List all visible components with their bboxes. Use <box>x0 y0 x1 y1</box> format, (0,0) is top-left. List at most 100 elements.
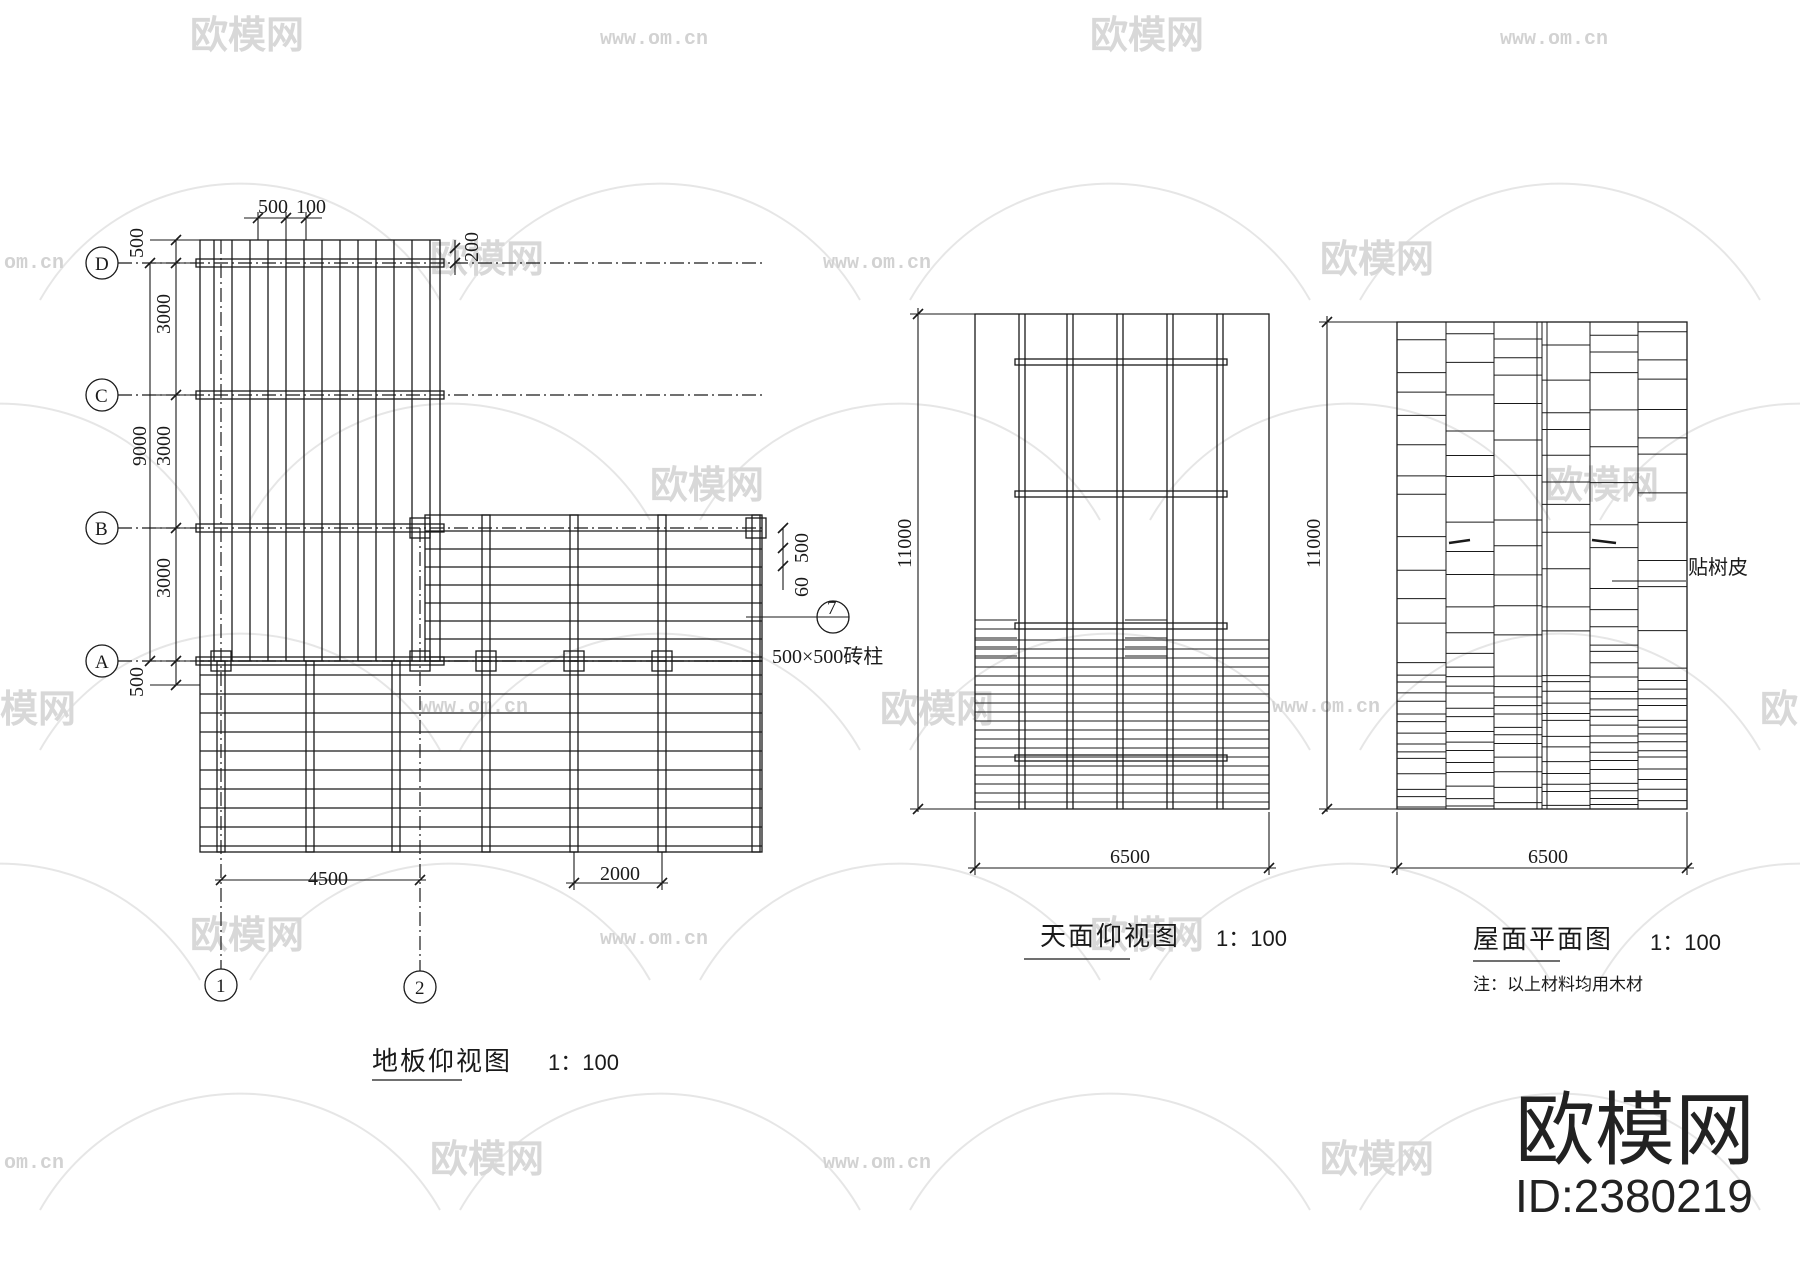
dim-bottom-2000: 2000 <box>600 863 640 885</box>
dim-tick <box>280 212 292 224</box>
axis-bubble-c: C <box>85 378 119 412</box>
dim-left-3000-dc: 3000 <box>153 294 175 334</box>
roof-plan-labels: 11000 6500 贴树皮 屋面平面图 1：100 注：以上材料均用木材 <box>1303 519 1748 995</box>
watermark-brand: 欧模网 <box>430 237 544 281</box>
ceiling-purlin <box>1014 358 1228 366</box>
detail-ref-number: 7 <box>827 598 837 619</box>
floor-joist-vertical <box>305 660 315 853</box>
floor-planks <box>199 239 763 853</box>
watermark-brand: 欧模网 <box>1320 237 1434 281</box>
dim-tick <box>252 212 264 224</box>
watermark-arc <box>909 1092 1311 1211</box>
dim-tick <box>170 679 182 691</box>
ceiling-plan-labels: 11000 6500 天面仰视图 1：100 <box>894 519 1287 960</box>
dim-tick <box>912 308 924 320</box>
dim-tick <box>1391 862 1403 874</box>
svg-text:B: B <box>95 519 108 540</box>
watermark-arc <box>1149 862 1551 981</box>
dim-tick <box>414 874 426 886</box>
dim-top-500: 500 <box>258 196 288 218</box>
dim-bottom-4500: 4500 <box>308 868 348 890</box>
watermark-arc <box>0 402 201 521</box>
dim-tick <box>170 522 182 534</box>
ceiling-width-dim: 6500 <box>1110 846 1150 868</box>
watermark-arc <box>1599 402 1800 521</box>
svg-text:A: A <box>95 652 109 673</box>
dim-left-500-top: 500 <box>126 228 148 258</box>
dim-tick <box>1681 862 1693 874</box>
floor-plan <box>118 212 789 971</box>
watermark-texts: 欧模网欧模网欧模网欧模网欧模网欧模网欧模网欧模网欧模网欧模网欧模网www.om.… <box>0 13 1798 1181</box>
floor-axis-lines <box>118 240 762 971</box>
watermark-brand: 欧模网 <box>650 463 764 507</box>
roof-plan-note: 注：以上材料均用木材 <box>1473 975 1643 995</box>
dim-tick <box>144 257 156 269</box>
dim-tick <box>170 257 182 269</box>
watermark-pattern <box>0 182 1800 1211</box>
watermark-url: www.om.cn <box>1272 696 1380 719</box>
ceiling-outline <box>974 313 1270 810</box>
ceiling-hatch <box>975 619 1269 803</box>
watermark-brand: 欧模网 <box>1545 463 1659 507</box>
watermark-arc <box>39 182 441 301</box>
dim-right-500: 500 <box>791 533 813 563</box>
watermark-brand: 欧模网 <box>1090 13 1204 57</box>
dim-tick <box>449 242 461 254</box>
watermark-arc <box>1599 862 1800 981</box>
floor-plan-labels: 500 100 200 500 3000 3000 9000 3000 500 … <box>85 196 883 1081</box>
watermark-brand: 欧模网 <box>190 913 304 957</box>
watermark-brand: 欧模网 <box>430 1137 544 1181</box>
floor-plan-title: 地板仰视图 <box>372 1047 512 1077</box>
dim-tick <box>777 560 789 572</box>
floor-dimension-lines <box>144 212 789 890</box>
watermark-brand: 欧模网 <box>1320 1137 1434 1181</box>
lower-deck-outline <box>199 660 763 853</box>
watermark-url-partial: om.cn <box>4 1152 64 1175</box>
ceiling-plan-title: 天面仰视图 <box>1040 922 1180 952</box>
dim-tick <box>777 542 789 554</box>
watermark-arc <box>1359 182 1761 301</box>
ceiling-plan <box>910 308 1276 875</box>
watermark-url: www.om.cn <box>823 1152 931 1175</box>
watermark-brand-partial: 欧 <box>1760 687 1798 731</box>
watermark-brand-partial: 模网 <box>0 687 76 731</box>
watermark-url: www.om.cn <box>600 28 708 51</box>
watermark-url: www.om.cn <box>1500 28 1608 51</box>
svg-text:D: D <box>95 254 109 275</box>
roof-dimension-lines <box>1319 316 1694 875</box>
watermark-brand: 欧模网 <box>190 13 304 57</box>
roof-material-label: 贴树皮 <box>1688 555 1748 579</box>
roof-plan-scale: 1：100 <box>1650 930 1721 955</box>
dim-tick <box>568 877 580 889</box>
watermark-arc <box>1359 1092 1761 1211</box>
watermark-arc <box>459 1092 861 1211</box>
svg-text:1: 1 <box>216 976 226 997</box>
dim-tick <box>656 877 668 889</box>
dim-tick <box>912 803 924 815</box>
ceiling-purlin <box>1014 490 1228 498</box>
watermark-arc <box>249 862 651 981</box>
watermark-arc <box>909 182 1311 301</box>
axis-bubble-d: D <box>85 246 119 280</box>
dim-tick <box>969 862 981 874</box>
upper-deck-outline <box>199 239 441 662</box>
brand-mark: 欧模网 ID:2380219 <box>1515 1084 1755 1222</box>
watermark-url-partial: om.cn <box>4 252 64 275</box>
roof-plan <box>1319 316 1694 875</box>
watermark-arc <box>249 402 651 521</box>
roof-bark-strips <box>1396 322 1688 809</box>
watermark-arc <box>699 402 1101 521</box>
ceiling-purlin <box>1014 754 1228 762</box>
dim-tick <box>144 655 156 667</box>
watermark-url: www.om.cn <box>823 252 931 275</box>
dim-right-60: 60 <box>791 577 813 597</box>
dim-tick <box>1263 862 1275 874</box>
floor-joist-vertical <box>657 660 667 853</box>
dim-left-500-bottom: 500 <box>126 667 148 697</box>
dim-right-200: 200 <box>461 232 483 262</box>
axis-bubble-2: 2 <box>403 970 437 1004</box>
watermark-arc <box>699 862 1101 981</box>
axis-bubble-1: 1 <box>204 968 238 1002</box>
dim-tick <box>215 874 227 886</box>
watermark-arc <box>1149 402 1551 521</box>
